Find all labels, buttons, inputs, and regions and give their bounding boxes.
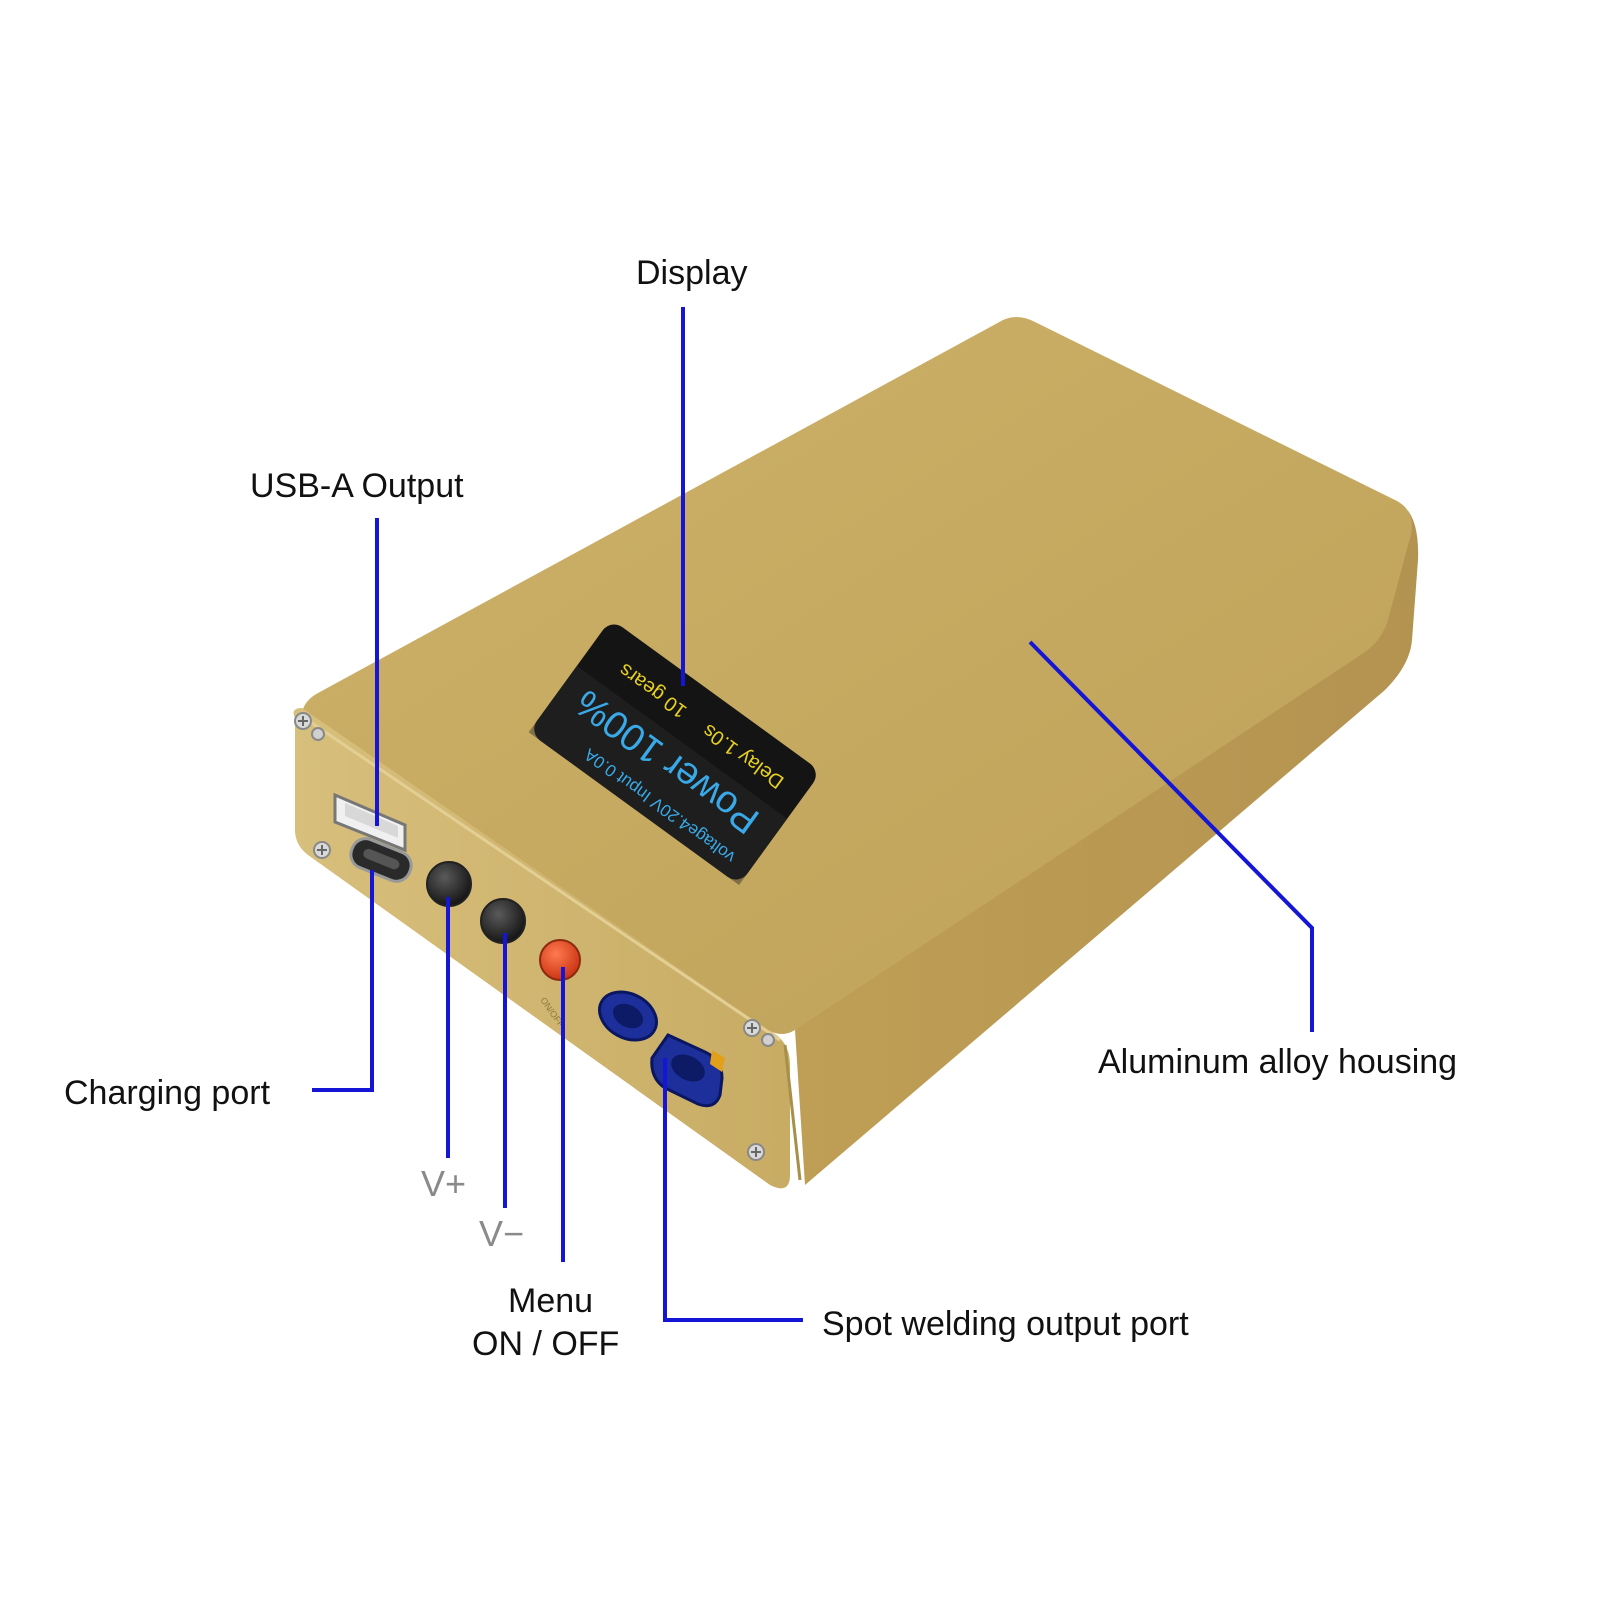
label-charging-port: Charging port xyxy=(64,1074,271,1112)
spot-welding-output-port[interactable] xyxy=(591,982,725,1108)
screw-left-2 xyxy=(311,727,325,741)
leader-housing xyxy=(1028,640,1314,1032)
label-menu-line2: ON / OFF xyxy=(472,1325,619,1363)
leader-charging xyxy=(312,870,374,1092)
label-spot-welding: Spot welding output port xyxy=(822,1305,1189,1343)
menu-onoff-button[interactable] xyxy=(539,939,581,981)
housing-top-face xyxy=(302,316,1412,1034)
screw-bottom-right xyxy=(747,1143,765,1161)
screw-top-right xyxy=(743,1019,761,1037)
label-menu-line1: Menu xyxy=(508,1282,593,1320)
label-usb-a-output: USB-A Output xyxy=(250,467,464,505)
screw-right-2 xyxy=(761,1033,775,1047)
display-screen xyxy=(528,624,816,886)
label-v-minus: V− xyxy=(479,1213,524,1254)
screw-top-left xyxy=(294,712,312,730)
leader-spot-welding xyxy=(663,1058,803,1322)
charging-port[interactable] xyxy=(347,834,416,885)
usb-a-port[interactable] xyxy=(333,792,407,853)
screw-bottom-left xyxy=(313,841,331,859)
label-housing: Aluminum alloy housing xyxy=(1098,1043,1457,1081)
label-display: Display xyxy=(636,254,747,292)
leader-lines xyxy=(312,307,1314,1322)
aluminum-housing: ON/OFF voltage4.20V Input 0.0A Power 100… xyxy=(293,316,1419,1189)
label-v-plus: V+ xyxy=(421,1163,466,1204)
